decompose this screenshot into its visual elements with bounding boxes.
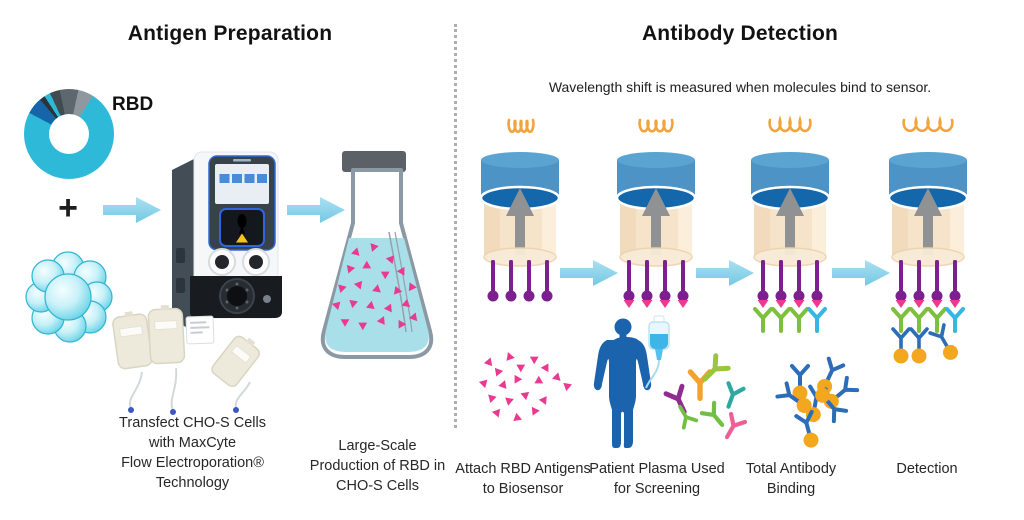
rbd-donut-chart [24, 89, 114, 179]
wave-icon-2 [638, 118, 674, 133]
flow-arrow-4 [696, 260, 754, 286]
iv-bag [645, 315, 670, 389]
flow-arrow-2 [287, 197, 345, 223]
left-section-title: Antigen Preparation [127, 22, 333, 45]
total-antibody-cluster [775, 356, 860, 452]
wavelength-subtitle: Wavelength shift is measured when molecu… [548, 79, 932, 95]
production-flask [320, 151, 434, 359]
step-label-plasma: Patient Plasma Used for Screening [589, 461, 725, 497]
biosensor-step3 [749, 150, 831, 333]
plasma-antibody-cluster [666, 356, 745, 441]
step-label-binding: Total Antibody Binding [745, 461, 837, 497]
wavelength-signal-icons [507, 115, 954, 134]
step-label-detection: Detection [896, 461, 958, 477]
caption-production: Large-Scale Production of RBD in CHO-S C… [309, 438, 446, 494]
section-divider [454, 24, 457, 428]
patient-silhouette [593, 318, 652, 448]
wave-icon-4 [902, 115, 954, 133]
flow-arrow-5 [832, 260, 890, 286]
step-label-attach: Attach RBD Antigens to Biosensor [455, 461, 591, 497]
electroporation-machine [172, 151, 282, 332]
flow-arrow-1 [103, 197, 161, 223]
rbd-label: RBD [112, 94, 154, 115]
cho-cell-cluster [25, 251, 113, 343]
flow-arrow-3 [560, 260, 618, 286]
biosensor-step2 [615, 150, 697, 308]
assembly-card [185, 315, 215, 345]
reagent-bags [112, 304, 260, 415]
wave-icon-3 [768, 115, 812, 133]
plus-sign: + [58, 189, 78, 227]
biosensor-step1 [479, 150, 561, 302]
biosensor-step4 [887, 150, 969, 366]
rbd-antigen-cluster [478, 352, 572, 425]
caption-transfect: Transfect CHO-S Cells with MaxCyte Flow … [119, 415, 266, 491]
donut-hole [49, 114, 89, 154]
right-section-title: Antibody Detection [641, 22, 839, 45]
wave-icon-1 [507, 118, 535, 134]
